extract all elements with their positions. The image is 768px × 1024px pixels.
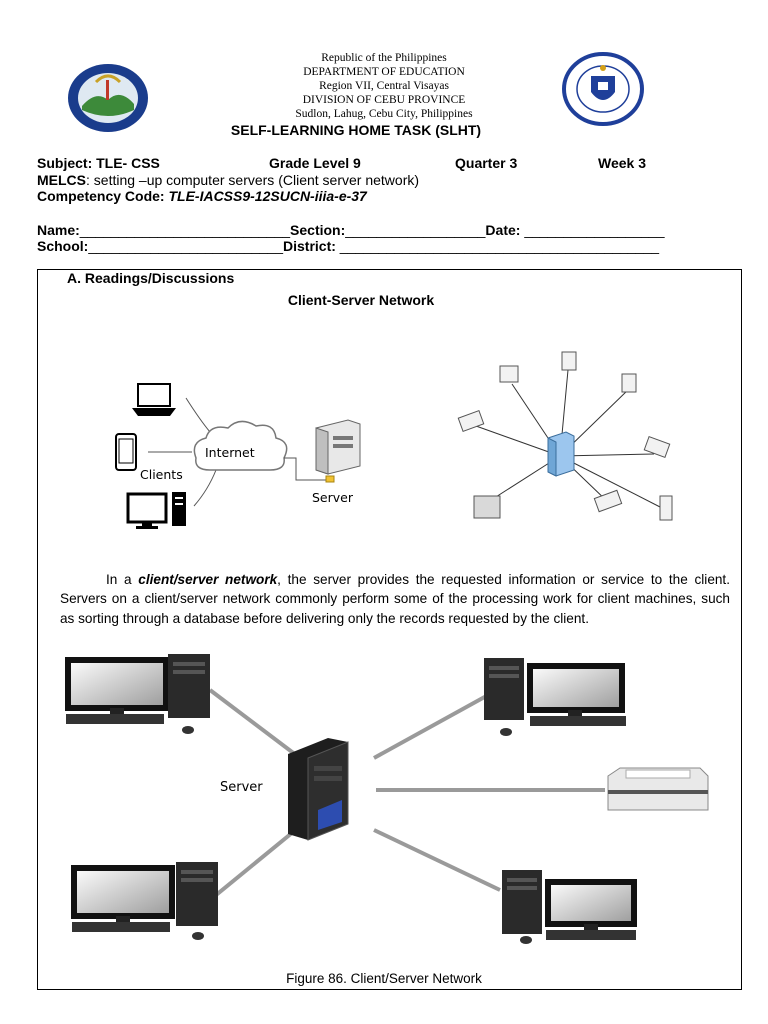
main-server-label: Server xyxy=(220,780,263,795)
client-server-paragraph: In a client/server network, the server p… xyxy=(60,570,730,628)
paragraph-lead: In a xyxy=(106,572,139,587)
desktop-node-icon xyxy=(499,365,519,383)
header-division: DIVISION OF CEBU PROVINCE xyxy=(302,94,466,106)
laptop-node-icon xyxy=(457,410,485,432)
desktop-node-icon xyxy=(561,351,577,371)
star-network-diagram xyxy=(457,351,673,521)
figure-caption: Figure 86. Client/Server Network xyxy=(286,971,482,986)
quarter-label: Quarter 3 xyxy=(455,155,518,171)
melcs-label: MELCS xyxy=(37,172,86,188)
workstation-top-left xyxy=(65,654,210,734)
mouse-icon xyxy=(500,728,512,736)
internet-label: Internet xyxy=(205,445,255,460)
seal-landscape xyxy=(82,94,134,116)
deped-book xyxy=(598,82,608,90)
monitor-icon xyxy=(71,865,175,919)
monitor-icon xyxy=(527,663,625,713)
competency-label: Competency Code: xyxy=(37,188,169,204)
monitor-icon xyxy=(545,879,637,927)
week-label: Week 3 xyxy=(598,155,646,171)
melcs-text: : setting –up computer servers (Client s… xyxy=(86,172,420,188)
keyboard-icon xyxy=(66,714,164,724)
mouse-icon xyxy=(182,726,194,734)
header-address: Sudlon, Lahug, Cebu City, Philippines xyxy=(295,108,473,120)
paragraph-rest: , the server provides the requested info… xyxy=(60,572,730,626)
cebu-province-seal xyxy=(68,64,148,132)
server-link xyxy=(284,457,330,481)
keyboard-icon xyxy=(546,930,636,940)
workstation-bottom-left xyxy=(71,862,218,940)
keyboard-icon xyxy=(530,716,626,726)
mouse-icon xyxy=(192,932,204,940)
section-label: Section: xyxy=(290,222,346,238)
name-field[interactable]: Name:___________________________Section:… xyxy=(37,222,664,238)
school-field[interactable]: School:_________________________District… xyxy=(37,238,659,254)
section-a-subheading: Client-Server Network xyxy=(287,292,435,308)
melcs-line: MELCS: setting –up computer servers (Cli… xyxy=(37,172,419,188)
main-server-tower-icon xyxy=(288,738,349,841)
laptop-node-icon xyxy=(643,436,671,458)
deped-seal xyxy=(562,52,644,126)
desktop-node-icon xyxy=(621,373,637,393)
school-blank[interactable]: _________________________ xyxy=(88,238,283,254)
client-server-network-diagram: Server xyxy=(65,654,709,944)
network-links xyxy=(208,688,605,902)
workstation-bottom-right xyxy=(502,870,637,944)
desktop-computer-icon xyxy=(126,492,186,529)
workstation-top-right xyxy=(484,658,626,736)
name-blank[interactable]: ___________________________ xyxy=(79,222,291,238)
keyboard-icon xyxy=(72,922,170,932)
seal-sun-rays xyxy=(94,74,122,84)
header-region: Region VII, Central Visayas xyxy=(319,80,449,92)
server-tower-icon xyxy=(315,419,361,475)
star-client-icons xyxy=(457,351,673,521)
monitor-icon xyxy=(65,657,169,711)
internet-cloud xyxy=(193,420,288,471)
laptop-node-icon xyxy=(593,489,623,513)
server-port-icon xyxy=(325,475,335,483)
mouse-icon xyxy=(520,936,532,944)
clients-label: Clients xyxy=(140,467,183,482)
tablet-node-icon xyxy=(659,495,673,521)
client-internet-server-diagram: Internet Clients Server xyxy=(115,383,361,529)
subject-label: Subject: TLE- CSS xyxy=(37,155,160,171)
hub-server-icon xyxy=(547,431,575,477)
readings-box xyxy=(37,269,742,990)
header-republic: Republic of the Philippines xyxy=(321,52,447,64)
laptop-link xyxy=(185,397,211,433)
header-department: DEPARTMENT OF EDUCATION xyxy=(303,66,465,78)
laptop-icon xyxy=(132,383,176,416)
server-label: Server xyxy=(312,490,354,505)
grade-level-label: Grade Level 9 xyxy=(269,155,361,171)
section-blank[interactable]: __________________ xyxy=(345,222,486,238)
seal-tower xyxy=(106,80,109,100)
competency-code: TLE-IACSS9-12SUCN-iiia-e-37 xyxy=(168,188,367,204)
section-a-heading: A. Readings/Discussions xyxy=(67,270,235,286)
printer-icon xyxy=(607,767,709,811)
date-blank[interactable]: __________________ xyxy=(524,222,665,238)
deped-sun xyxy=(600,65,606,71)
printer-node-icon xyxy=(473,495,501,519)
phone-icon xyxy=(115,433,137,471)
paragraph-term: client/server network xyxy=(138,572,278,587)
district-blank[interactable]: ________________________________________… xyxy=(339,238,660,254)
page-title: SELF-LEARNING HOME TASK (SLHT) xyxy=(230,122,482,138)
school-label: School: xyxy=(37,238,89,254)
date-label: Date: xyxy=(485,222,525,238)
district-label: District: xyxy=(283,238,340,254)
desktop-link xyxy=(193,469,217,507)
competency-line: Competency Code: TLE-IACSS9-12SUCN-iiia-… xyxy=(37,188,367,204)
name-label: Name: xyxy=(37,222,80,238)
